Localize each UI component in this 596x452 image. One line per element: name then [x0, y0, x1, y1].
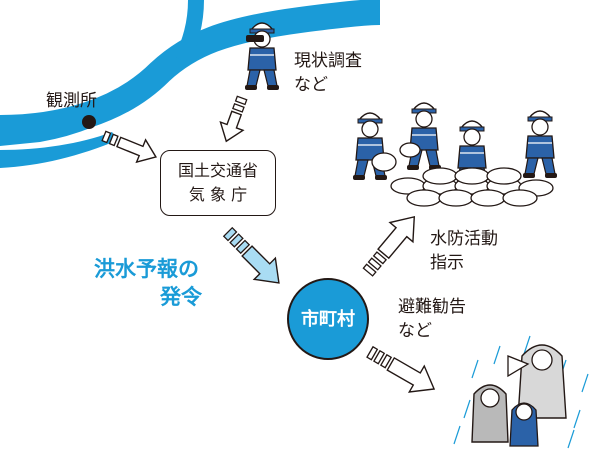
- evacuation-label-line1: 避難勧告: [398, 297, 466, 317]
- city-label: 市町村: [301, 309, 355, 330]
- arrow-station-to-agency: [101, 130, 158, 164]
- city-node: 市町村: [287, 278, 369, 360]
- flood-forecast-label-line1: 洪水予報の: [94, 257, 199, 281]
- surveyor-illustration: [244, 22, 280, 91]
- station-label: 観測所: [46, 91, 97, 111]
- evacuation-family-illustration: [453, 335, 589, 449]
- sandbag-workers-illustration: [352, 102, 558, 207]
- arrow-survey-to-agency: [219, 95, 248, 143]
- arrow-agency-to-city: [222, 226, 280, 284]
- river-left: [0, 96, 120, 146]
- river-branch: [174, 0, 204, 64]
- arrow-city-to-evacuation: [366, 345, 436, 393]
- agency-subname: 気 象 庁: [188, 185, 248, 204]
- survey-label-line2: など: [294, 75, 328, 95]
- river-lower-bank: [0, 132, 118, 168]
- flood-forecast-label-line2: 発令: [160, 285, 202, 309]
- arrow-city-to-flood-defense: [362, 215, 416, 277]
- agency-box: 国土交通省 気 象 庁: [160, 150, 276, 216]
- flood-defense-label-line1: 水防活動: [430, 229, 498, 249]
- flood-defense-label-line2: 指示: [430, 253, 464, 273]
- survey-label-line1: 現状調査: [294, 51, 362, 71]
- agency-name: 国土交通省: [177, 161, 258, 180]
- evacuation-label-line2: など: [398, 321, 432, 341]
- observation-station-dot: [82, 115, 96, 129]
